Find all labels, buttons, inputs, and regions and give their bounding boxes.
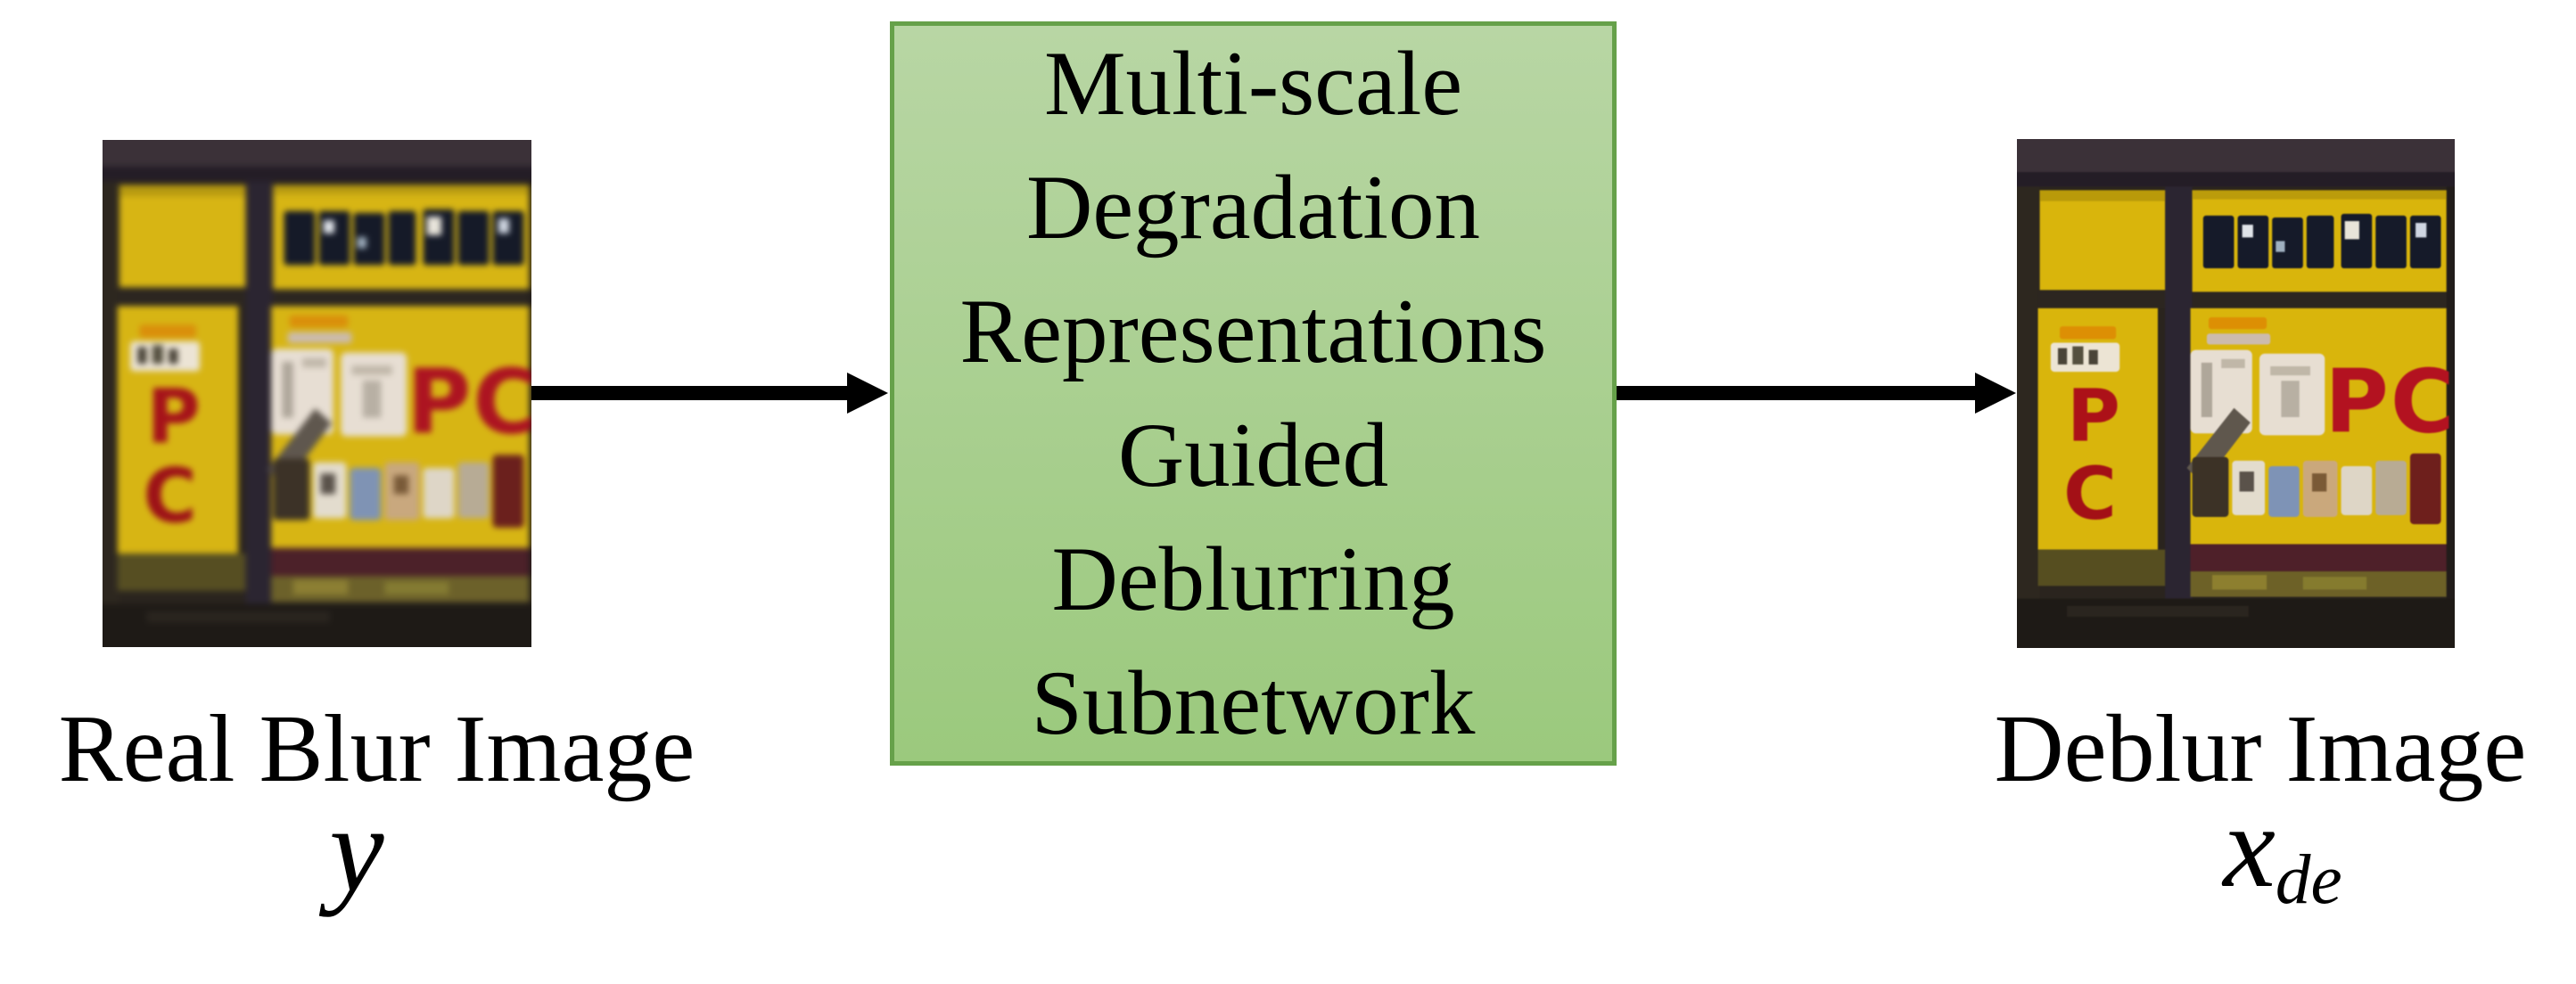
box-text-line: Representations [959, 280, 1547, 382]
left-arrow-icon [531, 360, 890, 426]
left-caption: Real Blur Image [58, 696, 695, 802]
pc-sign-illustration: P C PC [103, 140, 531, 647]
right-symbol-subscript: de [2275, 840, 2342, 919]
sign-pc-text: PC [2325, 351, 2455, 453]
sign-stacked-p-text: P [2067, 373, 2120, 458]
deblur-image-photo: P C PC [2017, 139, 2455, 648]
box-text-line: Multi-scale [1043, 32, 1463, 135]
box-text-line: Subnetwork [1031, 652, 1476, 754]
box-text-line: Deblurring [1051, 528, 1455, 630]
sign-stacked-c-text: C [143, 453, 196, 540]
pc-sign-illustration: P C PC [2017, 139, 2455, 648]
right-symbol-base: x [2223, 781, 2276, 912]
right-caption: Deblur Image [1994, 696, 2527, 802]
sign-pc-text: PC [407, 351, 531, 455]
left-symbol: y [329, 781, 384, 917]
real-blur-image-photo: P C PC [103, 140, 531, 647]
right-arrow-icon [1617, 360, 2018, 426]
box-text-line: Guided [1117, 404, 1389, 506]
right-symbol: xde [1993, 788, 2572, 915]
deblurring-subnetwork-box: Multi-scale Degradation Representations … [890, 21, 1617, 766]
sign-stacked-p-text: P [147, 373, 201, 460]
sign-stacked-c-text: C [2063, 452, 2117, 537]
box-text-line: Degradation [1025, 156, 1481, 258]
